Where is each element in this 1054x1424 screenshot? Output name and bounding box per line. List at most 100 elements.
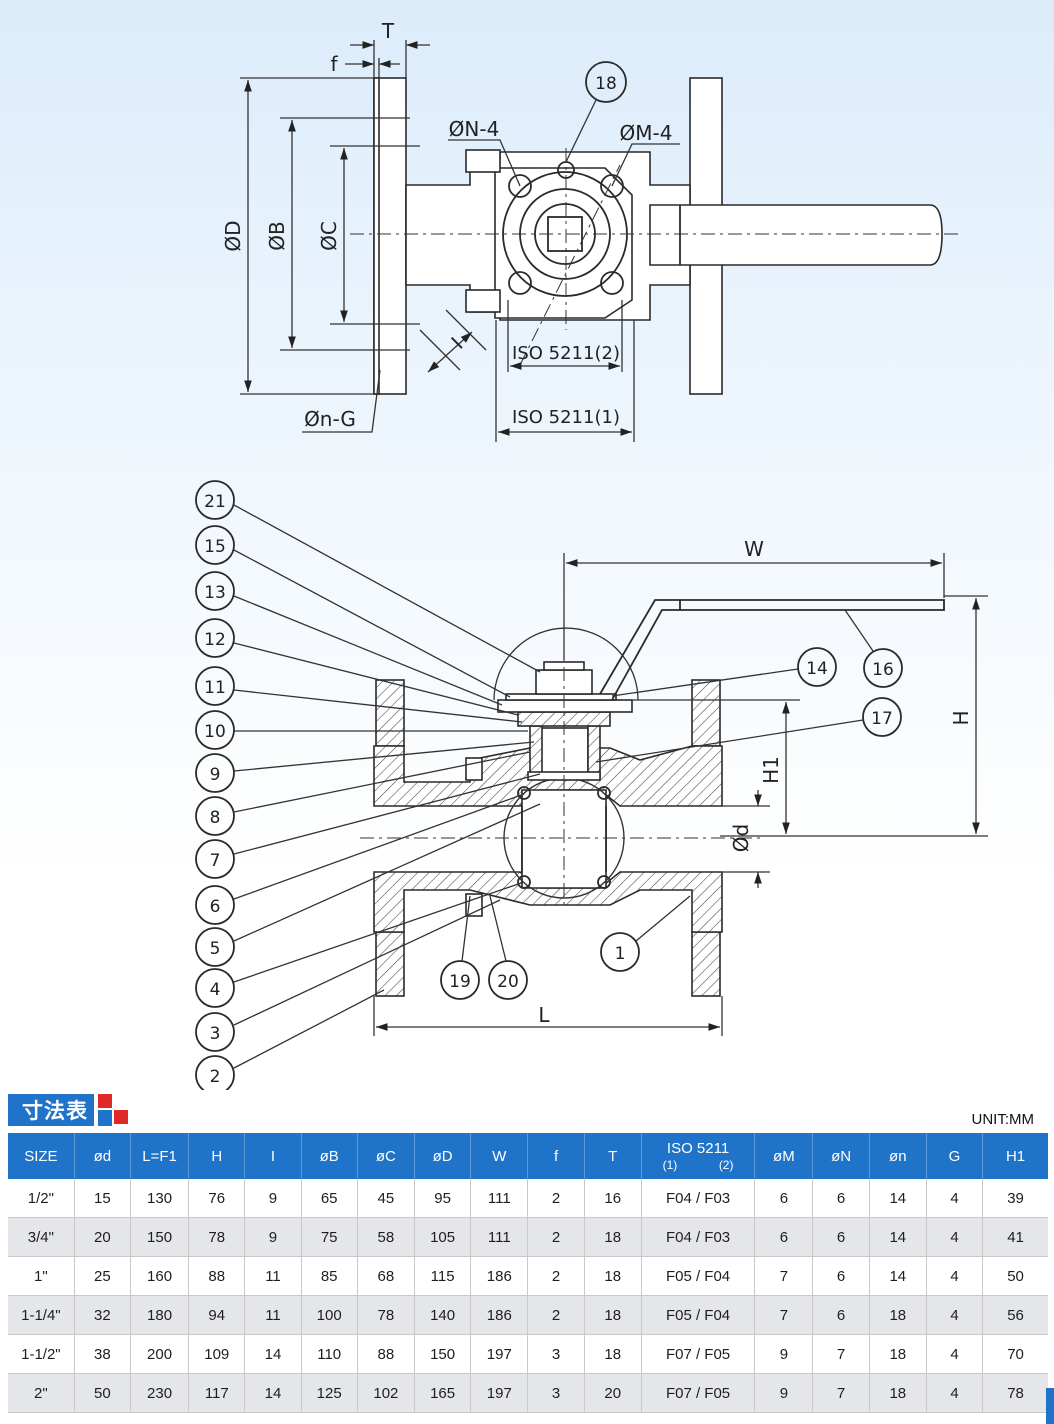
table-cell: 18 (868, 1295, 927, 1335)
table-cell: 1-1/2" (8, 1334, 75, 1374)
table-cell: 111 (470, 1179, 528, 1218)
callout-17: 17 (871, 709, 893, 729)
callout-15: 15 (204, 537, 226, 557)
callout-1: 1 (615, 944, 626, 964)
table-cell: 58 (356, 1217, 415, 1257)
col-h1: H1 (982, 1133, 1048, 1179)
col-dia-d: øD (413, 1133, 471, 1179)
table-cell: 85 (300, 1256, 358, 1296)
table-cell: 88 (356, 1334, 415, 1374)
callout-4: 4 (210, 980, 221, 1000)
unit-label: UNIT:MM (971, 1111, 1035, 1128)
table-cell: 75 (300, 1217, 358, 1257)
col-h: H (188, 1133, 245, 1179)
table-cell: 78 (982, 1373, 1048, 1413)
table-cell: 102 (356, 1373, 415, 1413)
table-cell: 41 (982, 1217, 1048, 1257)
callout-14: 14 (806, 659, 828, 679)
callout-18-number: 18 (595, 74, 617, 94)
table-cell: 14 (868, 1217, 927, 1257)
table-cell: 70 (982, 1334, 1048, 1374)
table-cell: 11 (244, 1256, 302, 1296)
table-cell: 50 (73, 1373, 131, 1413)
table-cell: 3/4" (8, 1217, 75, 1257)
table-cell: 18 (583, 1295, 642, 1335)
table-cell: 9 (244, 1217, 302, 1257)
table-cell: 117 (188, 1373, 245, 1413)
table-cell: 230 (129, 1373, 189, 1413)
table-cell: 2 (527, 1256, 585, 1296)
table-cell: 50 (982, 1256, 1048, 1296)
label-i: I (446, 332, 467, 353)
bolt-hole-m2 (600, 271, 624, 295)
col-b: øB (300, 1133, 358, 1179)
table-cell: 18 (583, 1217, 642, 1257)
table-cell: 4 (925, 1217, 983, 1257)
right-callouts: 14 16 17 1 19 20 (440, 609, 903, 1000)
table-cell: 20 (73, 1217, 131, 1257)
table-cell: 2" (8, 1373, 75, 1413)
table-cell: 6 (812, 1179, 870, 1218)
table-cell: F07 / F05 (640, 1334, 755, 1374)
callout-3: 3 (210, 1024, 221, 1044)
table-cell: 6 (754, 1179, 813, 1218)
table-cell: 4 (925, 1373, 983, 1413)
table-cell: 68 (356, 1256, 415, 1296)
callout-11: 11 (204, 678, 226, 698)
callout-7: 7 (210, 851, 221, 871)
table-cell: 2 (527, 1217, 585, 1257)
table-cell: 14 (244, 1334, 302, 1374)
table-cell: 6 (812, 1256, 870, 1296)
table-title: 寸法表 (8, 1094, 94, 1126)
col-iso5211: ISO 5211 (1)(2) (640, 1133, 755, 1179)
table-cell: 78 (356, 1295, 415, 1335)
table-cell: 9 (754, 1334, 813, 1374)
table-cell: 6 (812, 1217, 870, 1257)
dim-d: Ød (729, 824, 753, 852)
table-cell: 18 (868, 1334, 927, 1374)
table-cell: 100 (300, 1295, 358, 1335)
title-decoration (94, 1094, 134, 1128)
table-cell: 3 (527, 1334, 585, 1374)
callout-20: 20 (497, 972, 519, 992)
callout-13: 13 (204, 583, 226, 603)
table-cell: 88 (188, 1256, 245, 1296)
col-d: ød (73, 1133, 131, 1179)
table-cell: 39 (982, 1179, 1048, 1218)
table-cell: 78 (188, 1217, 245, 1257)
table-cell: 45 (356, 1179, 415, 1218)
table-cell: 9 (754, 1373, 813, 1413)
table-cell: 180 (129, 1295, 189, 1335)
bolt-hole-n1 (508, 174, 532, 198)
table-cell: 18 (583, 1256, 642, 1296)
table-cell: 18 (868, 1373, 927, 1413)
lever-handle (599, 599, 945, 701)
col-small-n: øn (868, 1133, 927, 1179)
table-cell: 56 (982, 1295, 1048, 1335)
table-cell: 38 (73, 1334, 131, 1374)
label-n-g: Øn-G (304, 407, 356, 431)
table-cell: 109 (188, 1334, 245, 1374)
table-cell: 95 (413, 1179, 471, 1218)
callout-18 (585, 61, 627, 103)
table-cell: 7 (812, 1373, 870, 1413)
table-cell: 197 (470, 1373, 528, 1413)
label-dia-c: ØC (317, 221, 341, 251)
callout-5: 5 (210, 939, 221, 959)
col-f: f (527, 1133, 585, 1179)
table-cell: F04 / F03 (640, 1217, 755, 1257)
col-iso5211-label: ISO 5211 (666, 1140, 730, 1157)
callout-19: 19 (449, 972, 471, 992)
table-cell: 32 (73, 1295, 131, 1335)
callout-2: 2 (210, 1067, 221, 1087)
label-dia-b: ØB (265, 221, 289, 250)
table-cell: 6 (812, 1295, 870, 1335)
table-cell: 14 (868, 1179, 927, 1218)
label-m-4: ØM-4 (620, 121, 673, 145)
table-cell: 20 (583, 1373, 642, 1413)
callout-9: 9 (210, 765, 221, 785)
